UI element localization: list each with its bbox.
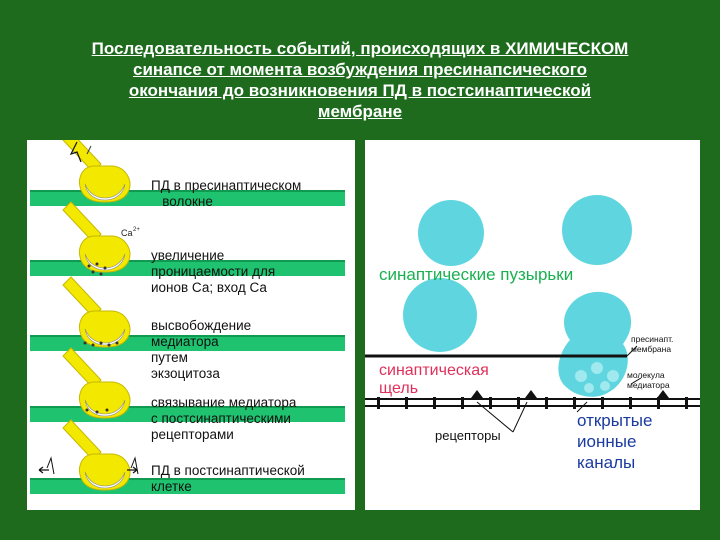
ca-charge: 2+: [133, 227, 140, 233]
vesicle: [562, 195, 632, 265]
step-5-label: ПД в постсинаптической клетке: [151, 463, 305, 494]
receptor: [657, 390, 669, 398]
action-potential-icon: [69, 141, 82, 163]
receptor-marks: [377, 397, 688, 409]
synapse-drawing: [365, 195, 700, 433]
title-line-3: окончания до возникновения ПД в постсина…: [128, 81, 592, 100]
step-4-label: связывание медиатора с постсинаптическим…: [151, 395, 297, 442]
step-4-drawing: [30, 347, 345, 422]
receptors-label: рецепторы: [435, 428, 501, 443]
mediator-pointer: [630, 377, 642, 385]
title-line-2: синапсе от момента возбуждения пресинапс…: [132, 60, 587, 79]
step-1-label: ПД в пресинаптическом волокне: [151, 178, 302, 209]
mediator-label: молекула медиатора: [627, 370, 670, 390]
vesicle-exocytosis: [558, 291, 632, 397]
synapse-structure-panel: синаптические пузырьки синаптическая щел…: [365, 140, 700, 510]
vesicle: [418, 200, 484, 266]
page-title: Последовательность событий, происходящих…: [20, 38, 700, 122]
channel-pointer: [576, 401, 588, 413]
receptor: [471, 390, 483, 398]
left-arrow-icon: [38, 466, 49, 474]
presyn-membrane-label: пресинапт. мембрана: [631, 334, 674, 354]
right-arrow-icon: [127, 466, 138, 474]
presyn-pointer: [626, 345, 638, 357]
step-2-drawing: [30, 201, 345, 276]
step-3-drawing: [30, 276, 345, 351]
title-line-4: мембране: [317, 102, 403, 121]
vesicles-label: синаптические пузырьки: [379, 265, 574, 284]
step-5-drawing: [30, 419, 345, 494]
step-3-label: высвобождение медиатора путем экзоцитоза: [151, 318, 252, 381]
vesicle: [403, 278, 477, 352]
steps-drawing: Ca 2+: [30, 140, 345, 494]
spike-icon: [130, 456, 139, 475]
step-1-drawing: [30, 140, 345, 206]
receptor-pointer: [476, 401, 514, 433]
title-line-1: Последовательность событий, происходящих…: [91, 39, 629, 58]
ca-label: Ca: [121, 228, 133, 238]
receptor: [525, 390, 537, 398]
step-2-label: увеличение проницаемости для ионов Са; в…: [151, 248, 276, 295]
synapse-steps-panel: Ca 2+ ПД в пресинаптическом волокне увел…: [27, 140, 355, 510]
arrow-icon: [86, 145, 92, 155]
cleft-label: синаптическая щель: [379, 362, 489, 397]
open-channels-label: открытые ионные каналы: [577, 411, 653, 472]
spike-icon: [46, 456, 55, 475]
